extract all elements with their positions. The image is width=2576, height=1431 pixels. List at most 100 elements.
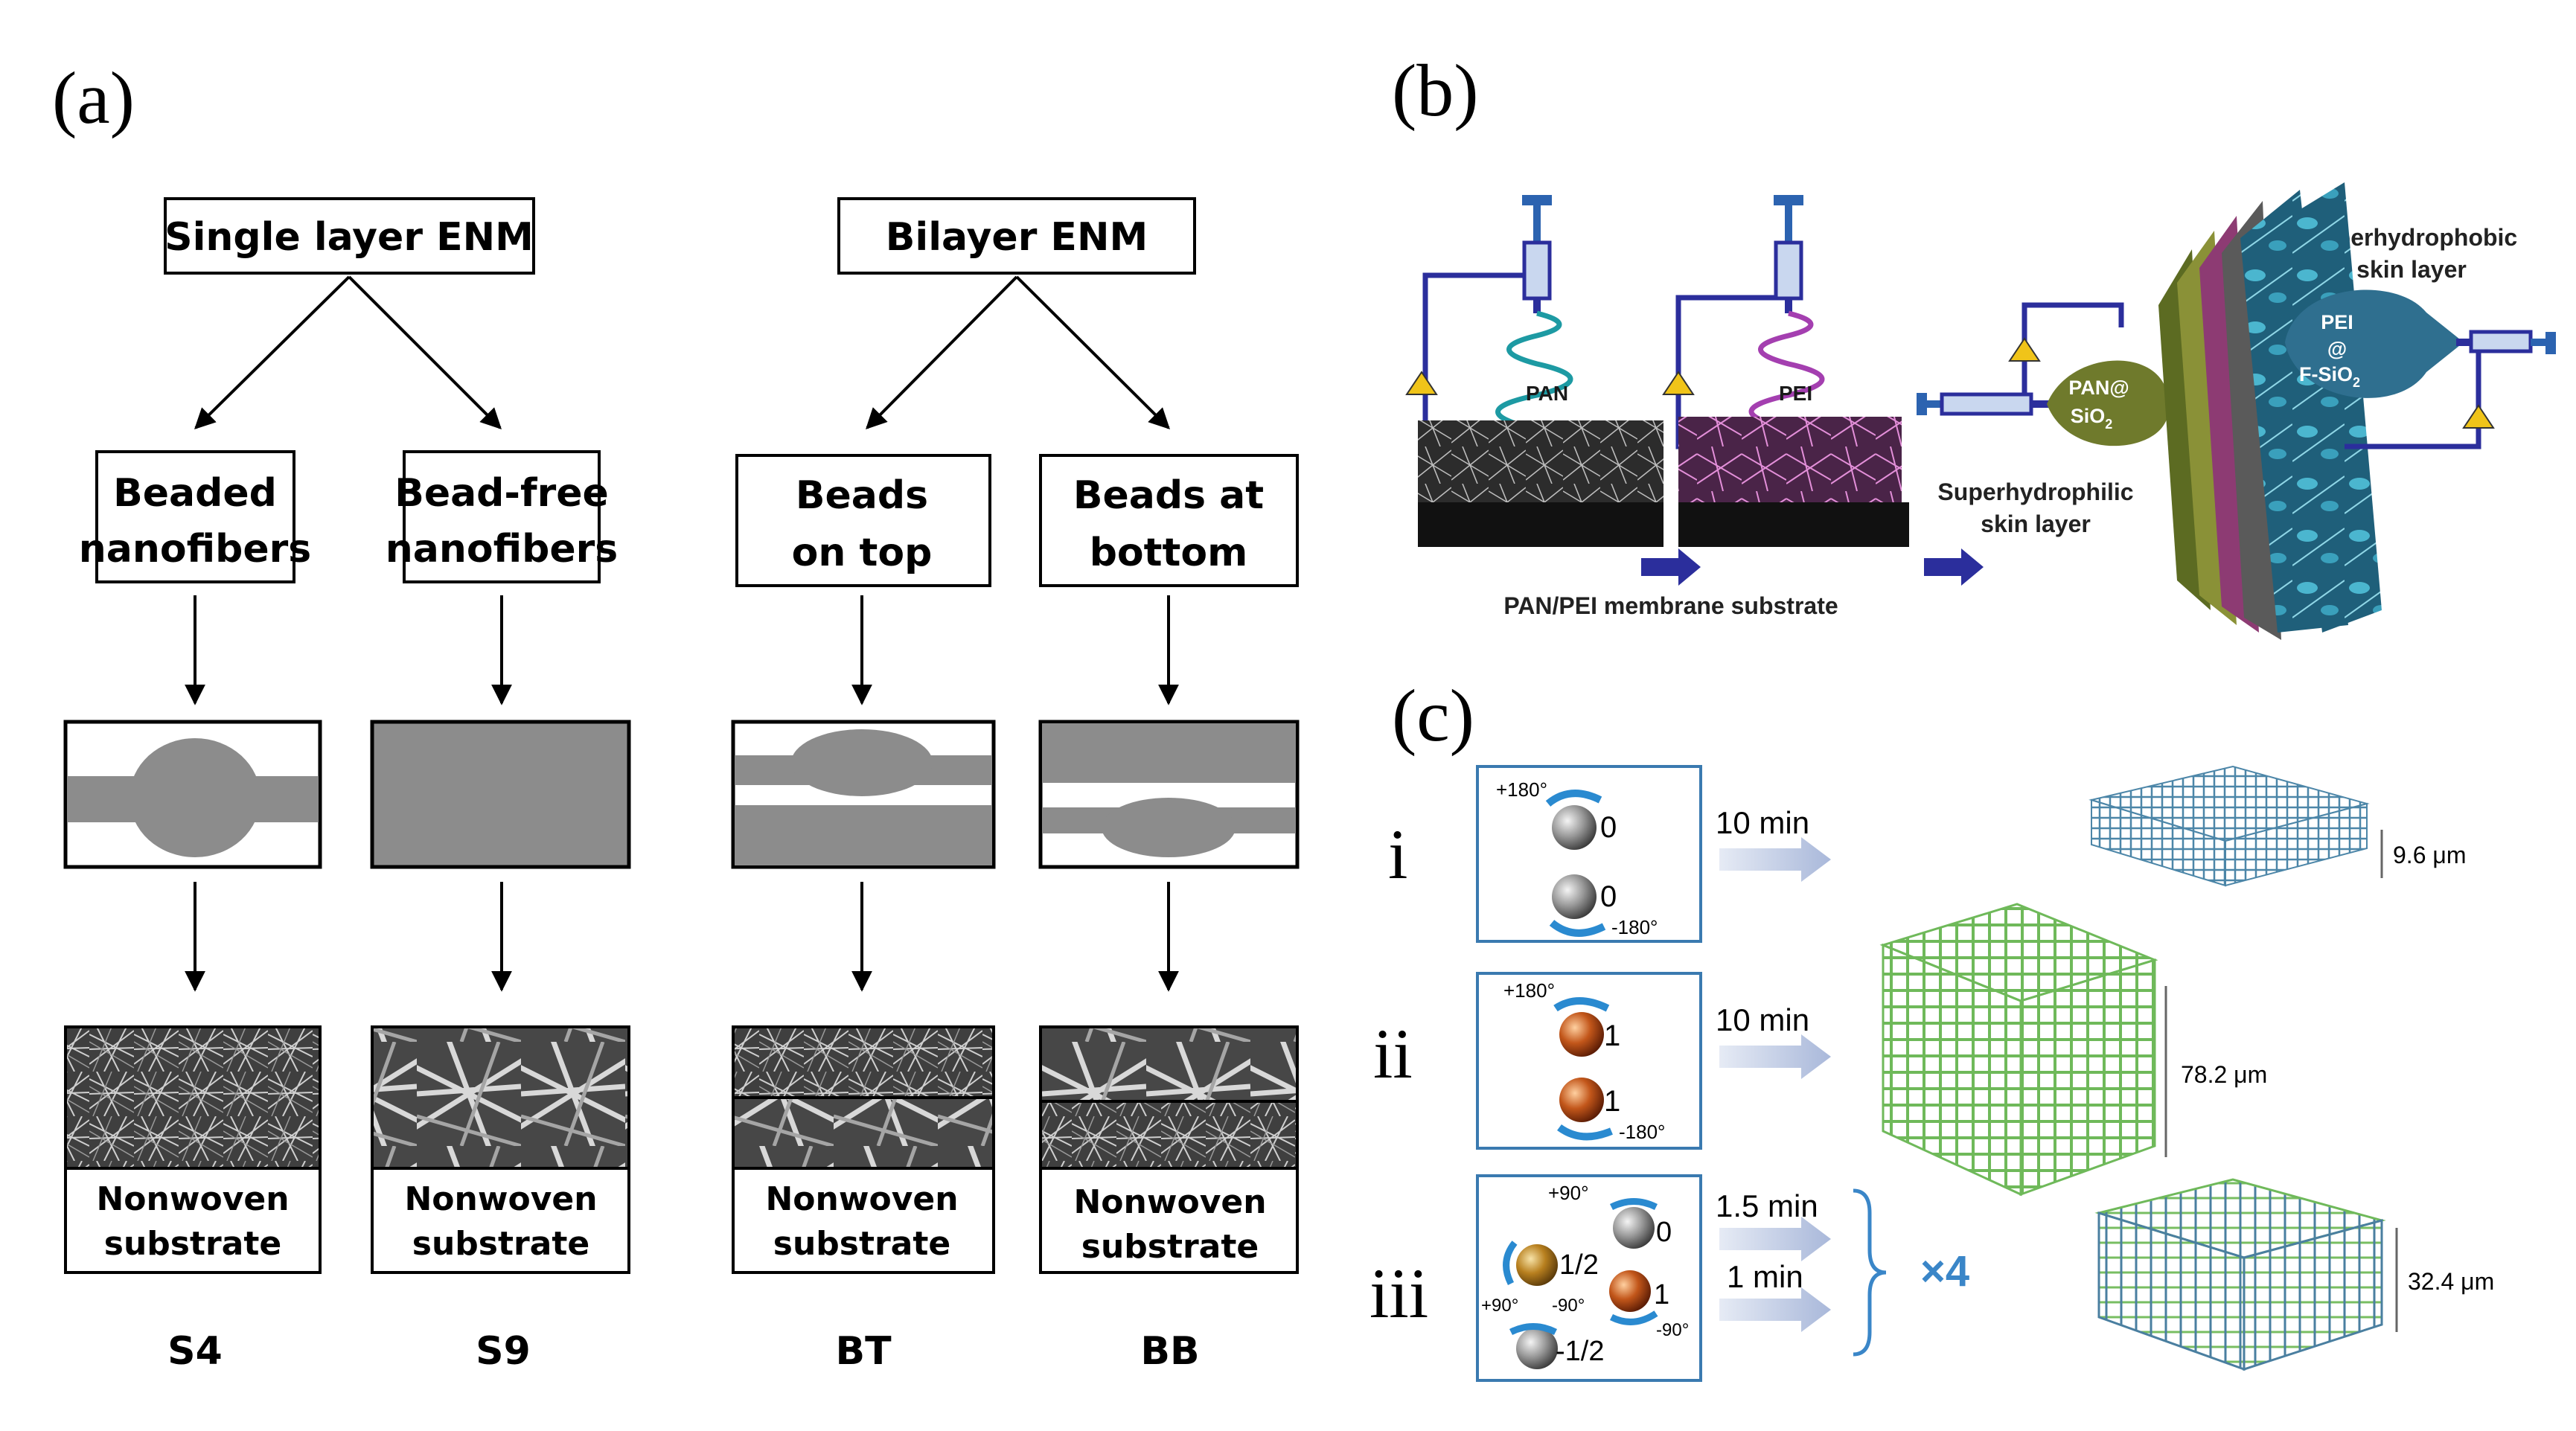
row-i-numeral: i bbox=[1388, 815, 1407, 894]
single-layer-title: Single layer ENM bbox=[164, 215, 534, 260]
beads-at-bottom-box bbox=[1039, 454, 1299, 587]
substrate-label: PAN/PEI membrane substrate bbox=[1503, 592, 1838, 619]
superhydrophilic-label-2: skin layer bbox=[1981, 510, 2091, 537]
row-iii-angle-left: +90° bbox=[1481, 1296, 1518, 1316]
row-iii-arrow-1 bbox=[1719, 1217, 1831, 1261]
arrow-bilayer-left bbox=[866, 275, 1018, 429]
row-iii-time-1: 1.5 min bbox=[1716, 1188, 1818, 1223]
row-iii-rotate-arrow-4 bbox=[1509, 1323, 1558, 1336]
beads-at-bottom-schematic bbox=[1038, 720, 1300, 869]
pan-sio2-cone bbox=[2047, 360, 2167, 446]
row-ii-rotate-arrow-1 bbox=[1553, 997, 1610, 1012]
s4-sample bbox=[64, 1025, 322, 1274]
beaded-schematic bbox=[63, 720, 322, 869]
row-i-val-2: 0 bbox=[1600, 880, 1617, 913]
superhydrophilic-label-1: Superhydrophilic bbox=[1937, 478, 2133, 505]
bb-substrate-2: substrate bbox=[1081, 1228, 1259, 1266]
row-iii-ball-2 bbox=[1516, 1244, 1558, 1286]
row-iii-val-1: 0 bbox=[1656, 1217, 1672, 1248]
row-i-arrow bbox=[1719, 837, 1831, 882]
row-iii-ball-3 bbox=[1609, 1270, 1651, 1312]
beaded-box bbox=[95, 450, 295, 583]
row-iii-val-2: 1/2 bbox=[1559, 1249, 1599, 1281]
bb-code: BB bbox=[1140, 1329, 1199, 1374]
beaded-line2: nanofibers bbox=[79, 527, 311, 572]
row-ii-ball-1 bbox=[1559, 1012, 1604, 1057]
pei-fsio2-warning-icon bbox=[2462, 404, 2495, 429]
single-layer-title-box bbox=[164, 197, 535, 275]
beaded-line1: Beaded bbox=[113, 471, 277, 516]
pan-sio2-label-2-sub: 2 bbox=[2105, 417, 2112, 432]
row-iii-val-3: 1 bbox=[1654, 1279, 1669, 1310]
bb-sample bbox=[1039, 1025, 1299, 1274]
row-i-val-1: 0 bbox=[1600, 811, 1617, 844]
bt-code: BT bbox=[835, 1329, 892, 1374]
s9-substrate-1: Nonwoven bbox=[404, 1180, 597, 1218]
arrow-bilayer-right bbox=[1015, 275, 1170, 429]
bead-free-box bbox=[403, 450, 601, 583]
s9-code: S9 bbox=[476, 1329, 531, 1374]
bt-sample bbox=[732, 1025, 995, 1274]
row-ii-bottom-angle: -180° bbox=[1619, 1121, 1665, 1143]
pei-jet-spiral bbox=[1748, 310, 1825, 431]
row-i-scaffold bbox=[2088, 765, 2370, 887]
pei-fsio2-label-2: @ bbox=[2327, 338, 2347, 360]
row-ii-val-1: 1 bbox=[1604, 1019, 1620, 1052]
beads-at-bottom-line1: Beads at bbox=[1073, 473, 1264, 518]
bead-free-schematic bbox=[370, 720, 631, 869]
row-ii-rotate-arrow-2 bbox=[1557, 1124, 1613, 1141]
row-iii-thickness: 32.4 μm bbox=[2408, 1268, 2494, 1295]
pan-sio2-label-2-main: SiO bbox=[2071, 405, 2106, 427]
pei-fsio2-cone bbox=[2285, 289, 2464, 398]
row-iii-multiplier: ×4 bbox=[1920, 1247, 1969, 1296]
row-i-time: 10 min bbox=[1716, 805, 1809, 840]
row-ii-numeral: ii bbox=[1373, 1014, 1413, 1093]
row-iii-rotate-arrow-1 bbox=[1609, 1198, 1658, 1211]
row-ii-thickness: 78.2 μm bbox=[2181, 1061, 2267, 1088]
bilayer-title: Bilayer ENM bbox=[886, 215, 1148, 260]
row-iii-box bbox=[1476, 1174, 1702, 1382]
s4-substrate-2: substrate bbox=[104, 1225, 282, 1263]
pei-fsio2-label-1: PEI bbox=[2321, 311, 2353, 333]
bilayer-title-box bbox=[837, 197, 1196, 275]
arrow-single-right bbox=[348, 275, 502, 429]
flow-arrow-2 bbox=[1924, 548, 1984, 586]
beads-on-top-line2: on top bbox=[792, 531, 933, 575]
row-i-ball-1 bbox=[1552, 805, 1597, 850]
bead-free-line2: nanofibers bbox=[386, 527, 618, 572]
row-iii-angle-mid: -90° bbox=[1552, 1296, 1585, 1316]
row-i-ball-2 bbox=[1552, 874, 1597, 919]
bb-substrate-1: Nonwoven bbox=[1073, 1183, 1266, 1221]
pan-syringe bbox=[1522, 195, 1552, 313]
bt-substrate-2: substrate bbox=[773, 1225, 951, 1263]
bt-substrate-1: Nonwoven bbox=[765, 1180, 958, 1218]
pei-fsio2-label-3: F-SiO2 bbox=[2299, 363, 2360, 390]
pei-fsio2-wire bbox=[2345, 351, 2481, 449]
s9-sample bbox=[371, 1025, 630, 1274]
pan-sio2-syringe bbox=[1917, 392, 2050, 416]
s4-code: S4 bbox=[167, 1329, 223, 1374]
panel-c-label: (c) bbox=[1392, 674, 1474, 757]
pan-sio2-label-2: SiO2 bbox=[2071, 405, 2113, 432]
layered-membrane bbox=[2158, 182, 2382, 640]
row-iii-scaffold bbox=[2094, 1178, 2386, 1371]
pei-label: PEI bbox=[1779, 382, 1812, 405]
pei-syringe bbox=[1774, 195, 1803, 313]
row-ii-arrow bbox=[1719, 1034, 1831, 1079]
row-iii-rotate-arrow-2 bbox=[1503, 1240, 1518, 1286]
beads-on-top-box bbox=[735, 454, 991, 587]
row-ii-val-2: 1 bbox=[1604, 1085, 1620, 1118]
superhydrophobic-label-2: skin layer bbox=[2356, 256, 2467, 283]
row-iii-time-2: 1 min bbox=[1727, 1259, 1803, 1294]
pan-warning-icon bbox=[1405, 371, 1438, 395]
panel-a-label: (a) bbox=[52, 57, 135, 139]
row-i-top-angle: +180° bbox=[1496, 778, 1547, 801]
row-i-rotate-arrow-2 bbox=[1549, 920, 1606, 937]
row-iii-rotate-arrow-3 bbox=[1609, 1310, 1658, 1325]
row-iii-val-4: -1/2 bbox=[1556, 1336, 1604, 1367]
beads-on-top-schematic bbox=[731, 720, 996, 869]
row-iii-brace bbox=[1853, 1188, 1887, 1357]
pei-warning-icon bbox=[1662, 371, 1695, 395]
row-iii-ball-4 bbox=[1516, 1328, 1558, 1369]
